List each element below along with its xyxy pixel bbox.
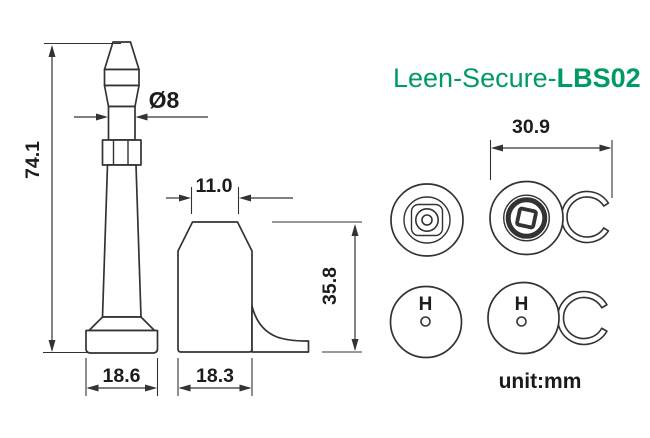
head-overall-width-dimension: 30.9	[489, 116, 613, 198]
pin-base	[85, 329, 159, 354]
barrel-top-width-dimension: 11.0	[166, 175, 293, 214]
barrel-base-width-dimension: 18.3	[177, 358, 253, 396]
pin-cylinder	[107, 105, 136, 141]
clip-ring	[560, 190, 610, 244]
seal-top-view-locked-with-clip	[489, 180, 610, 256]
pin-height-dimension: 74.1	[22, 42, 121, 354]
pin-shaft	[101, 164, 142, 318]
pin-flare	[88, 316, 156, 332]
seal-bottom-view-with-clip: H	[487, 281, 608, 355]
seal-top-view-pin-head	[390, 183, 464, 257]
unit-label: unit:mm	[499, 370, 582, 393]
bottom-marking-letter: H	[515, 294, 529, 315]
pin-front-view	[85, 41, 159, 354]
barrel-height-label: 35.8	[319, 267, 341, 305]
pin-head-band	[103, 68, 140, 87]
pin-base-width-label: 18.6	[103, 365, 141, 387]
barrel-height-dimension: 35.8	[272, 221, 362, 353]
pin-collar	[101, 139, 142, 166]
barrel-flange	[251, 305, 310, 353]
seal-bottom-view: H	[389, 285, 463, 359]
pin-diameter-label: Ø8	[149, 87, 180, 113]
barrel-body	[177, 221, 253, 353]
barrel-base-width-label: 18.3	[196, 365, 234, 387]
barrel-top-width-label: 11.0	[196, 175, 233, 197]
pin-neck	[103, 84, 140, 108]
pin-height-label: 74.1	[22, 141, 44, 179]
pin-diameter-dimension: Ø8	[74, 87, 208, 121]
pin-tip-cone	[103, 41, 140, 71]
head-overall-width-label: 30.9	[512, 116, 550, 138]
locked-bolt-square	[515, 206, 538, 230]
product-title-prefix: Leen-Secure-	[393, 63, 557, 93]
clip-ring	[556, 290, 608, 346]
product-title: Leen-Secure-LBS02	[393, 63, 641, 93]
bottom-marking-letter: H	[419, 294, 433, 315]
barrel-front-view	[177, 221, 310, 353]
pin-base-width-dimension: 18.6	[85, 358, 159, 396]
product-title-model: LBS02	[557, 63, 641, 93]
